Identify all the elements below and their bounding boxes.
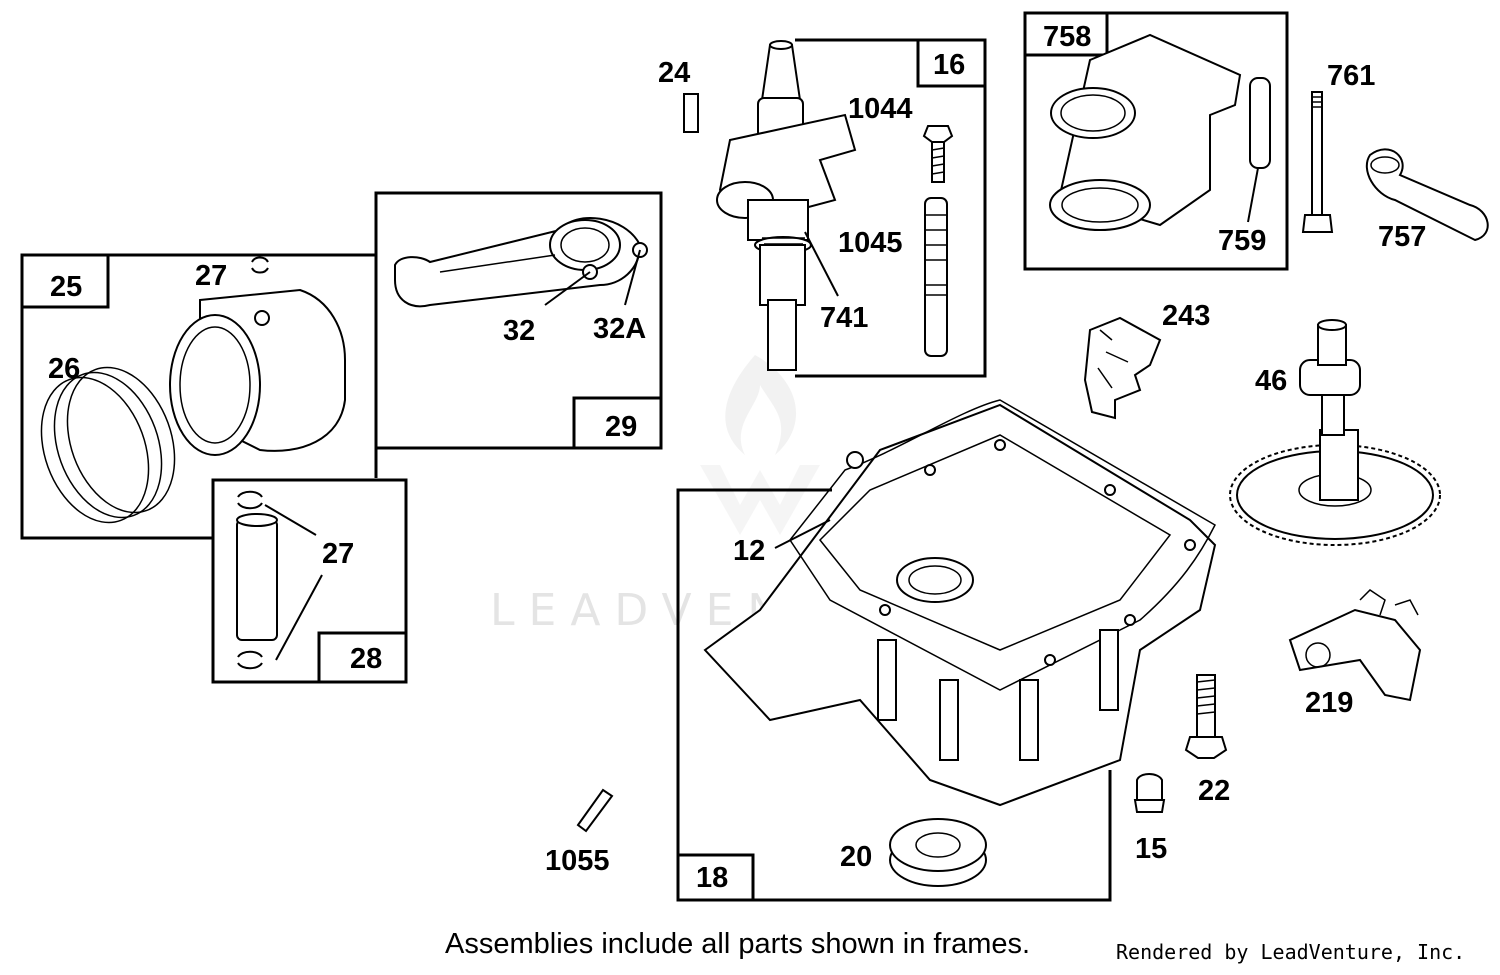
rings-drawing: 26 [40,353,176,524]
callout-757: 757 [1378,221,1426,253]
callout-32a: 32A [593,313,646,345]
watermark-logo [700,355,820,535]
callout-219: 219 [1305,687,1353,719]
pin-1045: 1045 [838,197,948,357]
frame-16: 16 [795,38,987,378]
callout-24: 24 [658,57,690,89]
frame-29: 29 [374,191,663,450]
crankshaft-drawing: 741 [716,40,868,371]
plug-15: 15 [1133,773,1167,865]
callout-759: 759 [1218,225,1266,257]
callout-12: 12 [733,535,765,567]
frame-28-number: 28 [350,643,382,675]
frame-16-number: 16 [933,49,965,81]
footer-credit: Rendered by LeadVenture, Inc. [1116,940,1466,964]
callout-32: 32 [503,315,535,347]
pin-1055: 1055 [545,788,614,877]
frame-25-number: 25 [50,271,82,303]
callout-46: 46 [1255,365,1287,397]
bolt-22: 22 [1184,674,1230,807]
callout-20: 20 [840,841,872,873]
frame-28: 28 [211,478,408,684]
governor-219: 219 [1288,589,1422,719]
screw-1044: 1044 [848,93,954,183]
callout-1045: 1045 [838,227,903,259]
frame-758-number: 758 [1043,21,1091,53]
piston-drawing: 27 [169,256,346,456]
callout-1044: 1044 [848,93,913,125]
callout-27-pin: 27 [322,538,354,570]
key-24: 24 [658,57,699,133]
callout-243: 243 [1162,300,1210,332]
block-758-drawing: 759 [1049,33,1271,257]
camshaft-46: 46 [1229,319,1441,546]
callout-741: 741 [820,302,868,334]
plate-243: 243 [1083,300,1210,420]
footer-assemblies-note: Assemblies include all parts shown in fr… [445,928,1031,960]
callout-27-piston: 27 [195,260,227,292]
callout-26: 26 [48,353,80,385]
frame-18-number: 18 [696,862,728,894]
callout-1055: 1055 [545,845,610,877]
sump-drawing: 12 [703,399,1217,807]
frame-18: 18 [676,488,1112,902]
seal-20: 20 [840,818,987,887]
frame-758: 758 [1023,11,1289,271]
callout-15: 15 [1135,833,1167,865]
screw-761: 761 [1301,60,1375,233]
rod-757: 757 [1365,148,1489,253]
conrod-drawing: 32 32A [394,217,648,347]
callout-761: 761 [1327,60,1375,92]
pin-drawing: 27 [236,490,354,670]
frame-29-number: 29 [605,411,637,443]
callout-22: 22 [1198,775,1230,807]
